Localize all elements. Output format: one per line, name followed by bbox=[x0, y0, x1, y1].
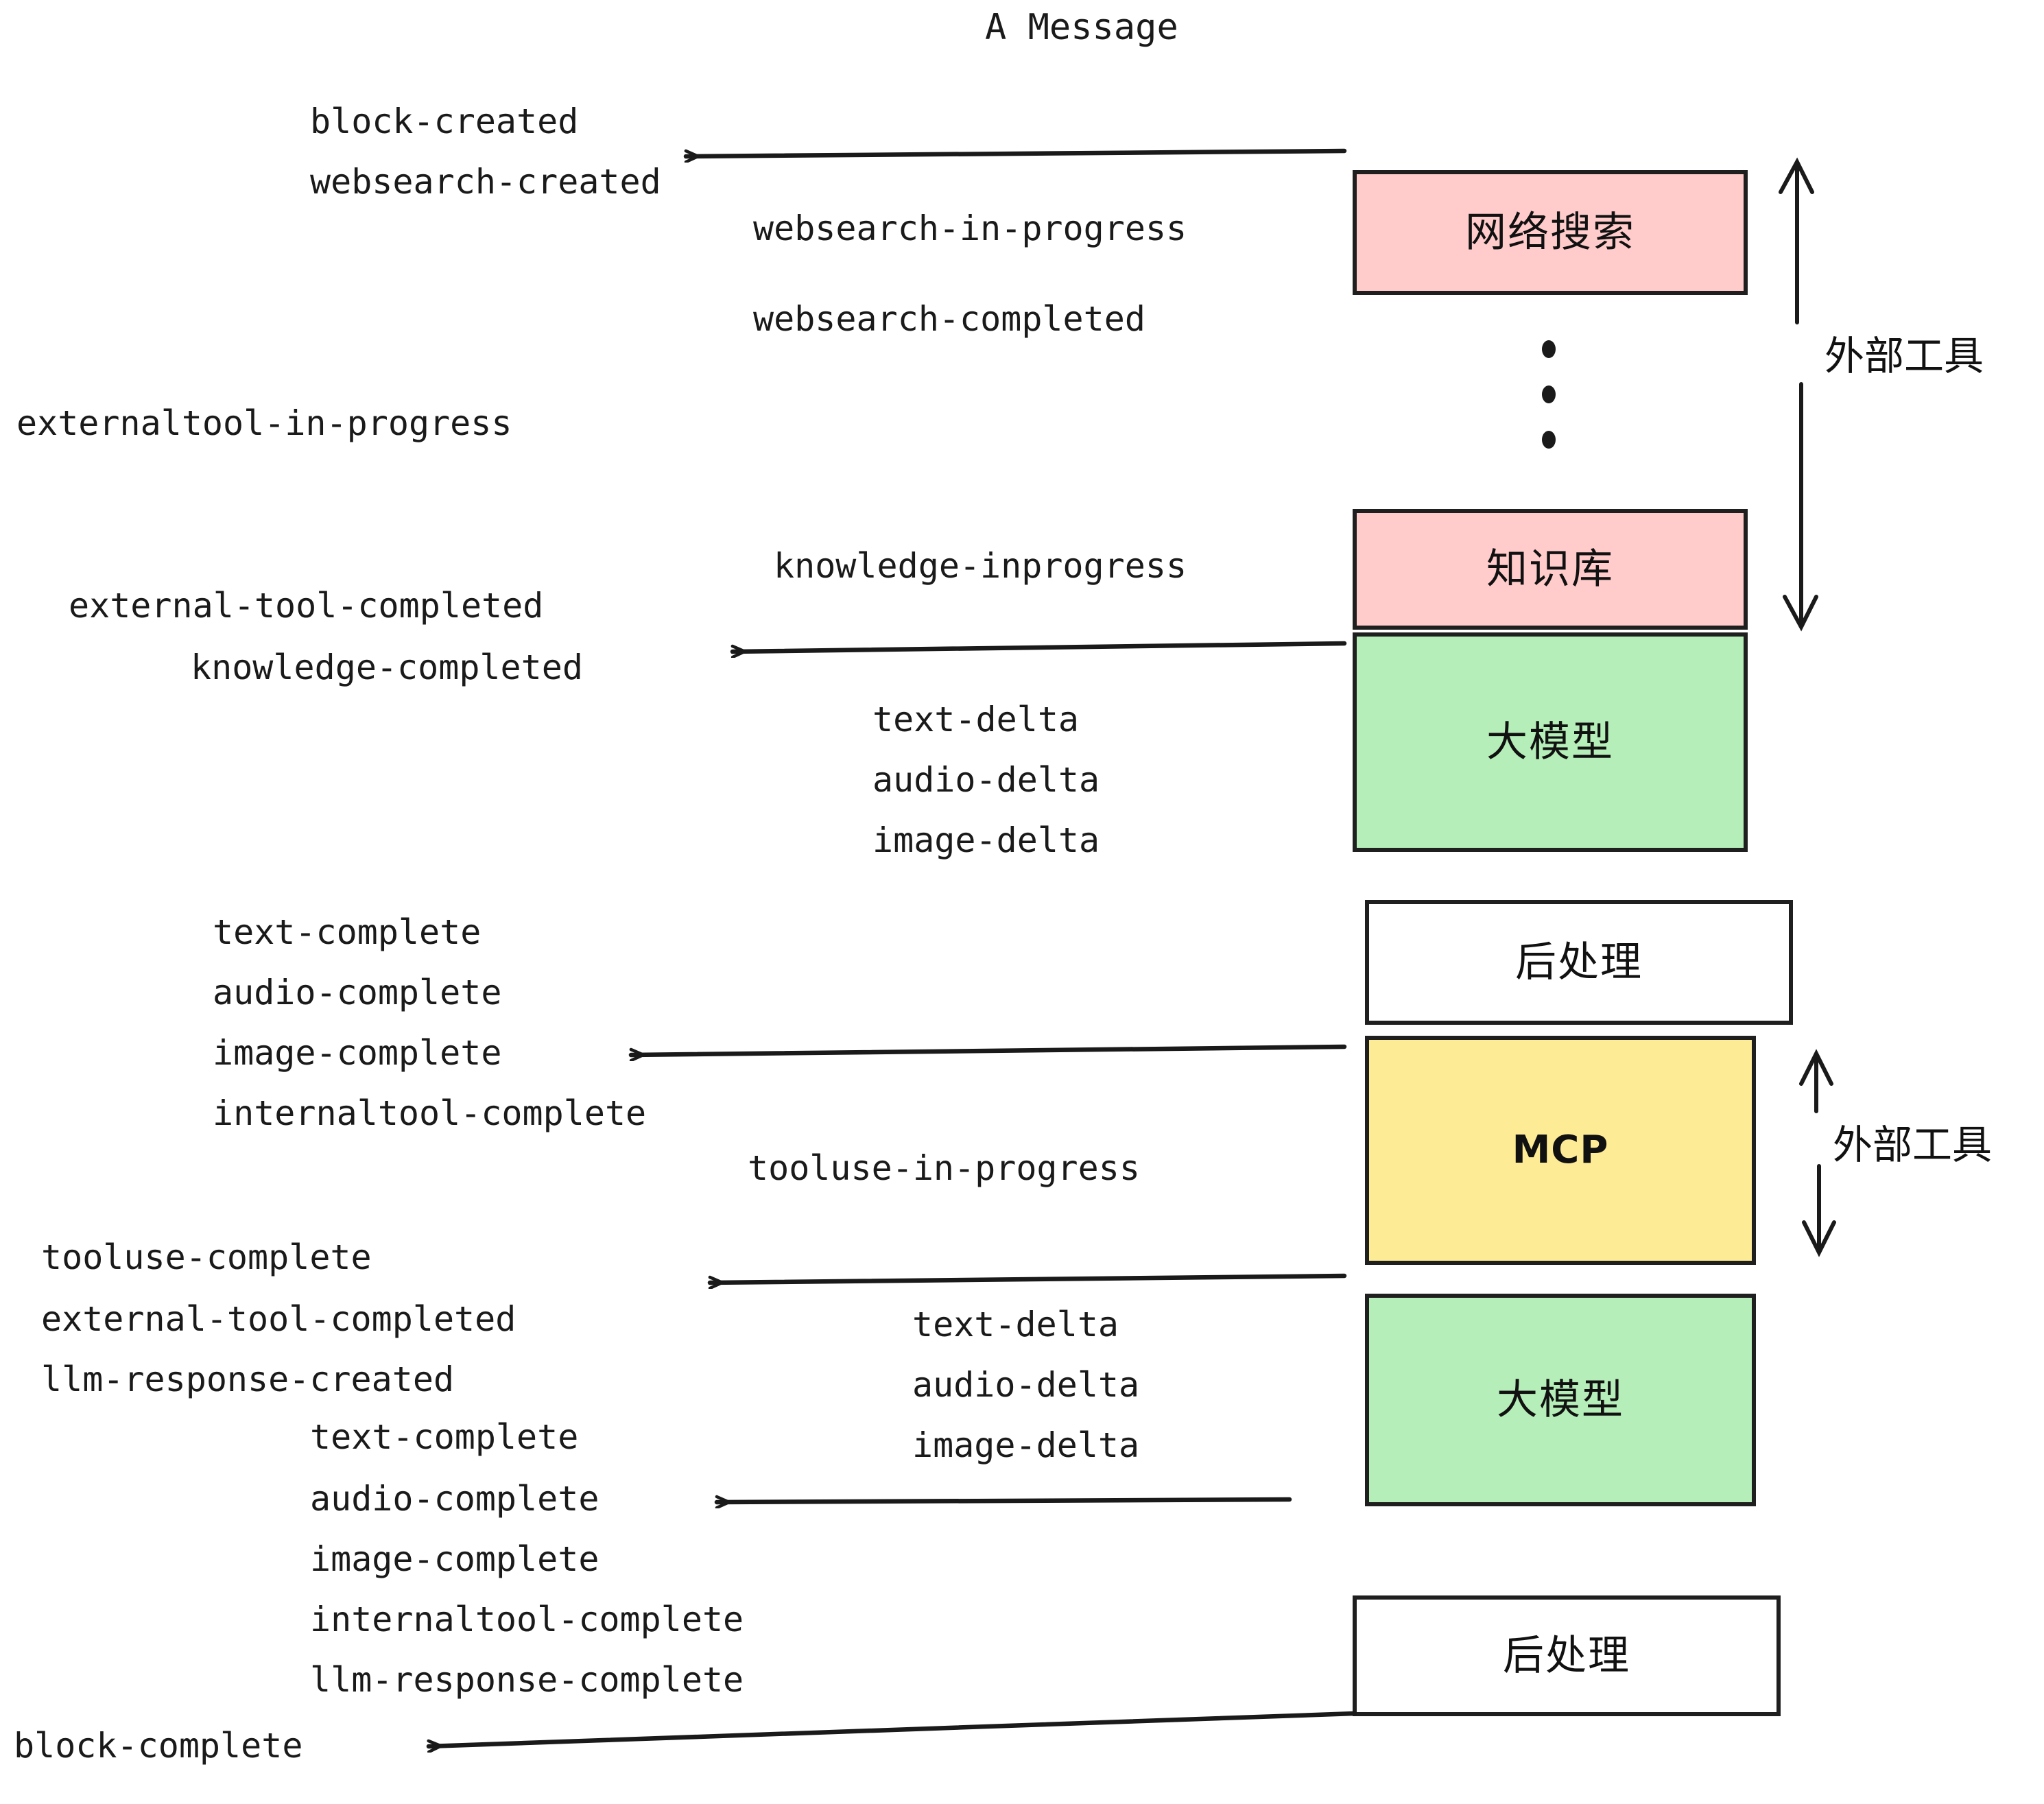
ellipsis-dot-3 bbox=[1542, 431, 1556, 449]
event-label-image-delta-lower: image-delta bbox=[912, 1425, 1140, 1465]
event-label-image-complete-lower: image-complete bbox=[310, 1539, 599, 1579]
component-box-knowledge-base[interactable]: 知识库 bbox=[1353, 509, 1748, 630]
component-box-label: 知识库 bbox=[1486, 545, 1614, 593]
event-label-knowledge-completed: knowledge-completed bbox=[191, 648, 583, 687]
event-label-image-delta-upper: image-delta bbox=[872, 820, 1100, 860]
event-label-websearch-in-progress: websearch-in-progress bbox=[753, 209, 1187, 248]
event-label-knowledge-inprogress: knowledge-inprogress bbox=[774, 546, 1187, 586]
component-box-label: 网络搜索 bbox=[1465, 209, 1635, 257]
component-box-label: 后处理 bbox=[1503, 1632, 1630, 1680]
page-title: A Message bbox=[985, 7, 1178, 48]
external-tools-arrow-lower bbox=[1799, 1049, 1836, 1257]
event-label-websearch-completed: websearch-completed bbox=[753, 299, 1145, 339]
event-label-websearch-created: websearch-created bbox=[310, 162, 661, 202]
event-label-externaltool-in-progress: externaltool-in-progress bbox=[16, 403, 512, 443]
external-tools-arrow-upper bbox=[1779, 157, 1818, 632]
event-label-block-complete: block-complete bbox=[14, 1726, 303, 1766]
component-box-label: 大模型 bbox=[1497, 1376, 1624, 1424]
component-box-postprocess-upper[interactable]: 后处理 bbox=[1365, 900, 1793, 1025]
event-label-external-tool-completed: external-tool-completed bbox=[69, 586, 544, 626]
external-tools-label-lower: 外部工具 bbox=[1833, 1121, 1993, 1168]
arrow-audio-complete bbox=[714, 1499, 1292, 1502]
event-label-text-complete-upper: text-complete bbox=[213, 912, 482, 952]
event-label-llm-response-created: llm-response-created bbox=[41, 1360, 455, 1399]
arrow-block-created bbox=[683, 148, 1347, 156]
event-label-block-created: block-created bbox=[310, 102, 579, 141]
event-label-internaltool-complete-lower: internaltool-complete bbox=[310, 1600, 744, 1639]
component-box-label: 后处理 bbox=[1515, 938, 1643, 986]
event-label-audio-complete-lower: audio-complete bbox=[310, 1479, 599, 1519]
component-box-label: 大模型 bbox=[1486, 718, 1614, 766]
ellipsis-dot-2 bbox=[1542, 385, 1556, 403]
component-box-llm-upper[interactable]: 大模型 bbox=[1353, 632, 1748, 852]
component-box-llm-lower[interactable]: 大模型 bbox=[1365, 1294, 1756, 1506]
arrow-block-complete bbox=[426, 1711, 1357, 1746]
ellipsis-dot-1 bbox=[1542, 340, 1556, 358]
component-box-label: MCP bbox=[1512, 1128, 1609, 1172]
component-box-web-search[interactable]: 网络搜索 bbox=[1353, 170, 1748, 295]
event-label-llm-response-complete: llm-response-complete bbox=[310, 1660, 744, 1700]
event-label-audio-delta-lower: audio-delta bbox=[912, 1365, 1140, 1405]
event-label-text-complete-lower: text-complete bbox=[310, 1417, 579, 1457]
arrow-image-complete bbox=[628, 1044, 1347, 1055]
event-label-text-delta-upper: text-delta bbox=[872, 700, 1080, 739]
event-label-image-complete-upper: image-complete bbox=[213, 1033, 502, 1073]
arrow-knowledge-completed bbox=[730, 641, 1347, 652]
component-box-mcp[interactable]: MCP bbox=[1365, 1036, 1756, 1265]
event-label-tooluse-in-progress: tooluse-in-progress bbox=[748, 1148, 1140, 1188]
event-label-audio-complete-upper: audio-complete bbox=[213, 973, 502, 1012]
event-label-internaltool-complete-upper: internaltool-complete bbox=[213, 1093, 647, 1133]
event-label-text-delta-lower: text-delta bbox=[912, 1305, 1119, 1344]
event-label-audio-delta-upper: audio-delta bbox=[872, 760, 1100, 800]
component-box-postprocess-lower[interactable]: 后处理 bbox=[1353, 1595, 1781, 1716]
external-tools-label-upper: 外部工具 bbox=[1825, 333, 1984, 379]
event-label-external-tool-completed-lower: external-tool-completed bbox=[41, 1299, 516, 1339]
event-label-tooluse-complete: tooluse-complete bbox=[41, 1237, 372, 1277]
arrow-tooluse-complete bbox=[707, 1273, 1347, 1283]
